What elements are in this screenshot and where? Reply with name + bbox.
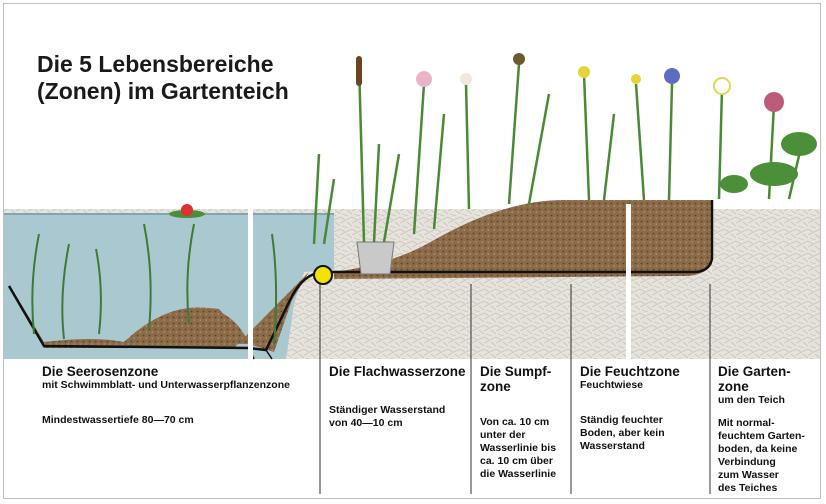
zone-description: Mit normal- feuchtem Garten- boden, da k… bbox=[718, 417, 818, 495]
zone-name: Die Feuchtzone bbox=[580, 364, 708, 379]
zone-subtitle: um den Teich bbox=[718, 394, 818, 407]
zone-label-feucht: Die Feuchtzone Feuchtwiese Ständig feuch… bbox=[580, 364, 708, 453]
illustration-frame: Die 5 Lebensbereiche (Zonen) im Gartente… bbox=[3, 3, 821, 499]
zone-subtitle: mit Schwimmblatt- und Unterwasserpflanze… bbox=[42, 379, 332, 392]
zone-name: Die Seerosenzone bbox=[42, 364, 332, 379]
zone-gap-2 bbox=[626, 204, 631, 359]
zone-label-sumpf: Die Sumpf- zone Von ca. 10 cm unter der … bbox=[480, 364, 570, 481]
zone-description: Mindestwassertiefe 80—70 cm bbox=[42, 414, 332, 427]
zone-description: Ständiger Wasserstand von 40—10 cm bbox=[329, 404, 469, 430]
zone-label-seerosen: Die Seerosenzone mit Schwimmblatt- und U… bbox=[42, 364, 332, 427]
flower-heads bbox=[356, 53, 784, 112]
yellow-float bbox=[314, 266, 332, 284]
zone-subtitle: Feuchtwiese bbox=[580, 379, 708, 392]
zone-name: Die Sumpf- zone bbox=[480, 364, 570, 394]
zone-label-flachwasser: Die Flachwasserzone Ständiger Wasserstan… bbox=[329, 364, 469, 430]
zone-label-garten: Die Garten- zone um den Teich Mit normal… bbox=[718, 364, 818, 495]
zone-description: Von ca. 10 cm unter der Wasserlinie bis … bbox=[480, 416, 570, 481]
garden-leaves bbox=[720, 132, 817, 193]
zone-gap-1 bbox=[248, 209, 253, 359]
plant-pot bbox=[357, 242, 394, 274]
zone-name: Die Flachwasserzone bbox=[329, 364, 469, 379]
zone-name: Die Garten- zone bbox=[718, 364, 818, 394]
zone-description: Ständig feuchter Boden, aber kein Wasser… bbox=[580, 414, 708, 453]
